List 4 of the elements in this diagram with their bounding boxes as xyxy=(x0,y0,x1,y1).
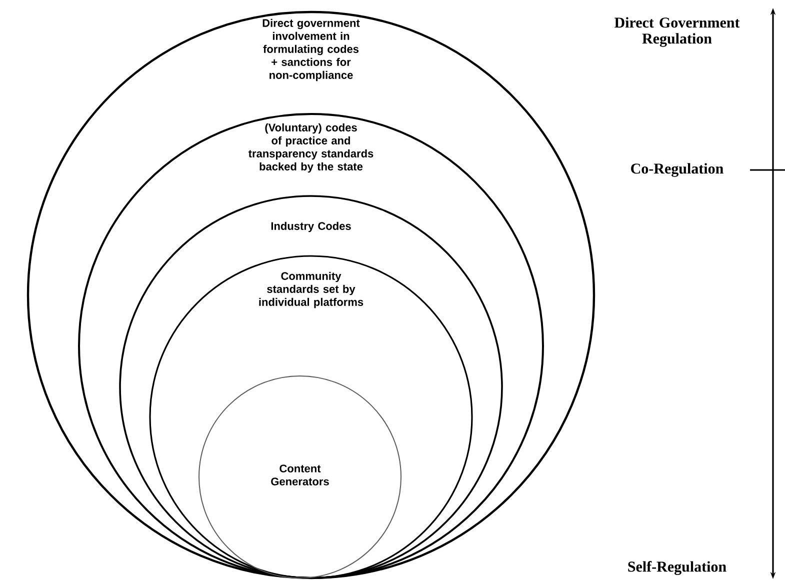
axis-label: Direct Government Regulation xyxy=(614,17,740,47)
axis-label: Self-Regulation xyxy=(628,561,726,575)
axis-label: Co-Regulation xyxy=(631,163,724,177)
ring: Content Generators xyxy=(198,376,402,578)
